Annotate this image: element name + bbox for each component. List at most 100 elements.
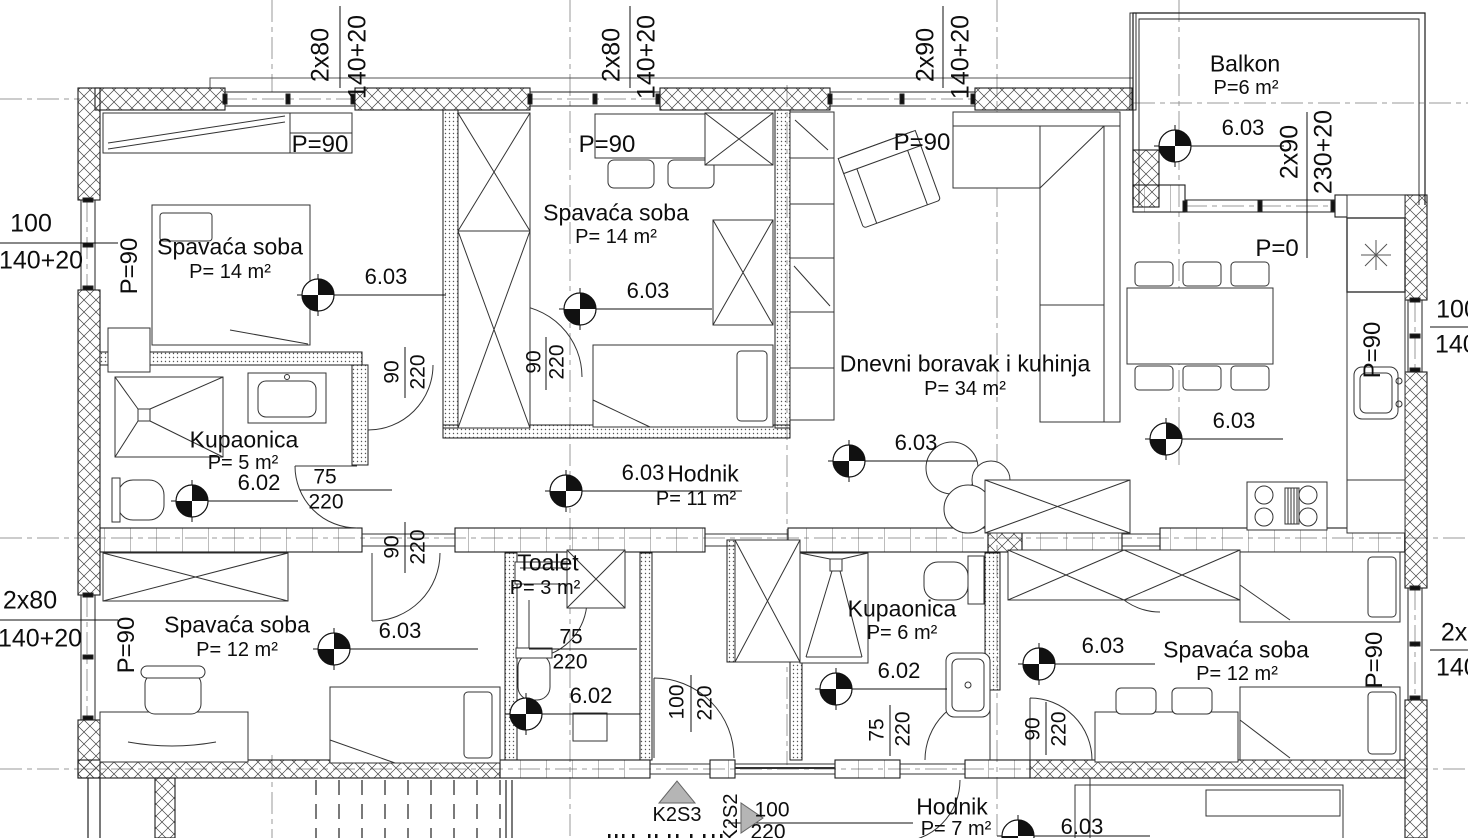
survey-point-label: 6.02 — [569, 683, 613, 708]
window-height-label: 140+20 — [1435, 653, 1468, 682]
window-right-1 — [1407, 297, 1423, 373]
dimension-lines — [0, 6, 1468, 837]
window-height-label: 140+20 — [632, 14, 661, 100]
room-area: P= 12 m² — [1196, 663, 1278, 685]
chair — [1134, 261, 1174, 287]
chair — [1115, 687, 1157, 715]
window-height-label: 140+20 — [0, 246, 84, 275]
window-top-2 — [527, 91, 661, 107]
parapet-height-label: P=90 — [578, 131, 636, 158]
cabinet — [712, 219, 774, 326]
door-width-label: 75 — [313, 465, 337, 489]
door-width-label: 90 — [380, 535, 404, 559]
room-name: Kupaonica — [847, 595, 957, 622]
toilet — [111, 477, 165, 523]
section-marker-label: K2S3 — [652, 804, 702, 826]
room-name: Dnevni boravak i kuhinja — [839, 350, 1091, 377]
room-name: Balkon — [1209, 50, 1281, 77]
window-right-2 — [1407, 585, 1423, 701]
window-height-label: 140+20 — [946, 14, 975, 100]
parapet-height-label: P=90 — [113, 616, 140, 674]
freezer-snowflake-icon — [1361, 240, 1391, 270]
wardrobe — [102, 552, 289, 602]
survey-point-label: 6.03 — [1212, 408, 1256, 433]
wardrobe — [457, 112, 531, 232]
window-height-label: 140+20 — [1434, 330, 1468, 359]
door-width-label: 90 — [380, 360, 404, 384]
bed — [1239, 551, 1401, 623]
room-name: Spavaća soba — [164, 611, 310, 638]
window-left-2 — [80, 592, 96, 721]
shelf — [289, 112, 353, 154]
door-height-label: 220 — [693, 685, 717, 721]
window-size-label: 100 — [1436, 295, 1468, 324]
door-height-label: 220 — [552, 650, 588, 674]
parapet-height-label: P=90 — [893, 129, 951, 156]
chair — [667, 159, 715, 189]
section-marker-label: K2S2 — [720, 793, 742, 838]
survey-point-label: 6.03 — [626, 278, 670, 303]
window-top-1 — [222, 91, 356, 107]
stove — [1246, 481, 1328, 531]
window-size-label: 2x80 — [1440, 618, 1468, 647]
room-area: P= 6 m² — [866, 622, 938, 644]
door-height-label: 220 — [1047, 711, 1071, 747]
room-area: P= 34 m² — [924, 378, 1006, 400]
window-height-label: 140+20 — [0, 624, 83, 653]
bed — [1239, 686, 1401, 761]
clipped-text-remnant — [608, 834, 723, 838]
survey-point-label: 6.02 — [877, 658, 921, 683]
room-area: P=6 m² — [1213, 77, 1279, 99]
bed — [1074, 778, 1344, 838]
room-name: Spavaća soba — [1163, 636, 1309, 663]
windows — [80, 91, 1423, 721]
room-area: P= 3 m² — [509, 577, 581, 599]
cabinet — [704, 112, 774, 166]
survey-point-label: 6.03 — [1221, 115, 1265, 140]
wardrobe — [1007, 549, 1241, 601]
room-area: P= 12 m² — [196, 639, 278, 661]
toilet — [515, 647, 553, 701]
nightstand — [107, 327, 151, 373]
parapet-height-label: P=90 — [116, 237, 143, 295]
door-width-label: 90 — [1021, 717, 1045, 741]
window-top-3 — [827, 91, 976, 107]
dining-table — [1126, 287, 1274, 365]
survey-point-label: 6.03 — [621, 460, 665, 485]
door-width-label: 75 — [865, 718, 889, 742]
cabinet — [566, 549, 626, 609]
desk — [1094, 711, 1239, 763]
washbasin — [945, 652, 991, 718]
bed — [151, 204, 311, 346]
shaft — [734, 539, 801, 663]
window-size-label: 2x90 — [1275, 124, 1304, 180]
parapet-height-label: P=0 — [1255, 235, 1299, 262]
section-triangle-right — [740, 802, 764, 834]
room-name: Toalet — [517, 549, 579, 576]
window-height-label: 140+20 — [343, 14, 372, 100]
coffee-table — [925, 441, 1011, 534]
window-size-label: 2x80 — [597, 27, 626, 83]
parapet-height-label: P=90 — [1359, 321, 1386, 379]
room-name: Kupaonica — [189, 426, 299, 453]
bed — [592, 344, 774, 428]
balcony-parapet — [1129, 12, 1426, 205]
desk — [99, 711, 249, 763]
shower — [114, 376, 224, 458]
chair — [1230, 261, 1270, 287]
shower — [799, 552, 869, 664]
survey-point-label: 6.03 — [1060, 814, 1104, 838]
chair — [1182, 365, 1222, 391]
section-triangle-up — [657, 780, 697, 804]
window-size-label: 100 — [10, 209, 52, 238]
fridge — [1346, 217, 1406, 293]
room-name: Spavaća soba — [157, 233, 303, 260]
room-name: Spavaća soba — [543, 199, 689, 226]
survey-point-label: 6.02 — [237, 470, 281, 495]
door-width-label: 90 — [522, 350, 546, 374]
kitchen-sink — [1353, 366, 1403, 420]
bed — [329, 686, 501, 764]
window-height-label: 230+20 — [1309, 109, 1338, 195]
door-height-label: 220 — [406, 529, 430, 565]
